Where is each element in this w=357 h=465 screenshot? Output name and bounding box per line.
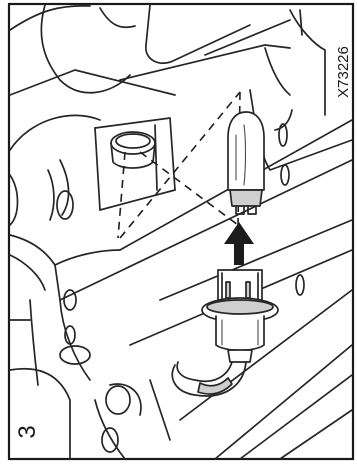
wedge-base-bulb-icon xyxy=(228,112,264,214)
lamp-housing-hole xyxy=(111,132,155,168)
up-arrow-icon xyxy=(224,222,254,265)
step-number: 3 xyxy=(14,425,41,438)
reference-code: X73226 xyxy=(335,46,352,98)
